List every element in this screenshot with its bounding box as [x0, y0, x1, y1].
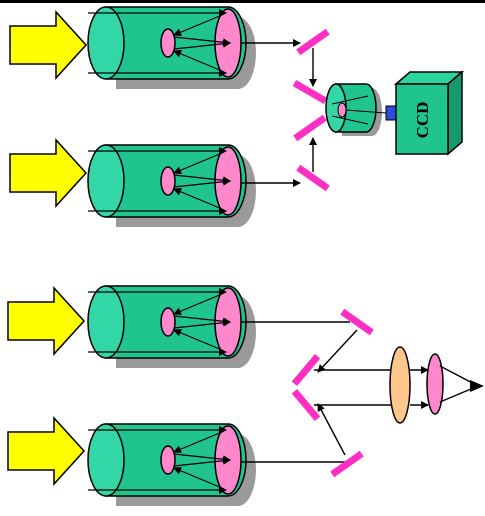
beam-arrow	[7, 286, 86, 356]
beam-arrow	[7, 416, 86, 486]
focus-ray	[173, 318, 231, 329]
beam-arrow	[9, 138, 88, 208]
mirror	[291, 388, 321, 422]
combiner-ray	[331, 95, 369, 105]
telescope-1	[87, 6, 256, 89]
telescope-4	[87, 423, 256, 506]
telescope-body	[105, 6, 247, 80]
beam-path	[317, 403, 346, 456]
secondary-mirror	[160, 307, 176, 337]
combiner-telescope	[325, 83, 387, 136]
mirror	[293, 114, 327, 142]
focus-ray	[173, 453, 231, 464]
secondary-mirror	[160, 445, 176, 475]
reflected-ray	[173, 14, 223, 36]
ccd-label: CCD	[413, 102, 432, 139]
focus-ray	[173, 315, 231, 326]
reflected-ray	[173, 293, 223, 315]
telescope-aperture	[87, 144, 125, 218]
reflected-ray	[173, 329, 223, 351]
telescope-aperture	[87, 285, 125, 359]
mirror	[291, 353, 321, 387]
mirror	[330, 450, 364, 478]
reflected-ray	[173, 431, 223, 453]
secondary-mirror	[160, 28, 176, 58]
telescope-3	[87, 285, 256, 368]
ccd-front	[395, 83, 449, 155]
focus-ray	[173, 39, 231, 50]
mirror	[296, 164, 330, 192]
reflected-ray	[173, 467, 223, 489]
lens-2	[426, 353, 444, 415]
focus-point	[470, 380, 484, 392]
secondary-mirror	[160, 166, 176, 196]
mirror	[292, 79, 328, 105]
beam-path	[317, 329, 358, 373]
combiner-mirror	[337, 102, 347, 118]
top-border	[0, 0, 485, 3]
mirror	[340, 308, 374, 336]
reflected-ray	[173, 188, 223, 210]
focus-ray	[173, 174, 231, 185]
focus-ray	[173, 177, 231, 188]
beam-arrow	[9, 10, 88, 80]
telescope-body	[105, 285, 247, 359]
reflected-ray	[173, 152, 223, 174]
combiner-ray	[345, 109, 387, 114]
lens-1	[389, 346, 411, 424]
telescope-2	[87, 144, 256, 227]
focus-ray	[173, 36, 231, 47]
ccd-camera: CCD	[385, 70, 465, 156]
mirror	[296, 28, 330, 56]
telescope-aperture	[87, 6, 125, 80]
telescope-aperture	[87, 423, 125, 497]
reflected-ray	[173, 50, 223, 72]
focus-ray	[173, 456, 231, 467]
combiner-ray	[331, 115, 369, 125]
ccd-side	[447, 70, 463, 156]
